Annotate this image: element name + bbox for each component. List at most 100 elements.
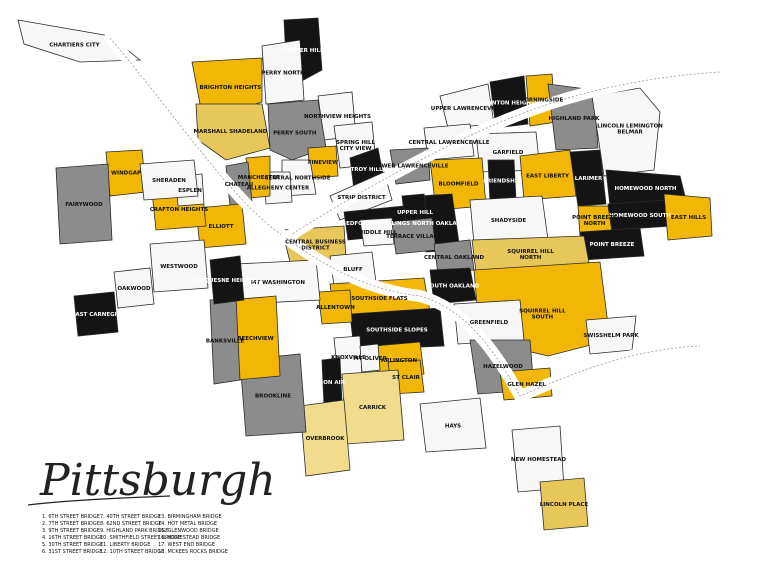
legend-item: 10. SMITHFIELD STREET BRIDGE [100,535,181,541]
legend-item: 6. 31ST STREET BRIDGE [42,549,102,555]
label-point-breeze: POINT BREEZE [590,242,635,248]
label-crafton-heights: CRAFTON HEIGHTS [150,207,209,213]
legend-item: 14. HOT METAL BRIDGE [158,521,217,527]
label-highland-park: HIGHLAND PARK [549,116,601,122]
label-greenfield: GREENFIELD [470,320,509,326]
label-east-hills: EAST HILLS [671,215,706,221]
label-northview-heights: NORTHVIEW HEIGHTS [304,114,371,120]
label-chartiers-city: CHARTIERS CITY [49,42,100,48]
legend-item: 11. LIBERTY BRIDGE [100,542,150,548]
legend-item: 16. HOMESTEAD BRIDGE [158,535,220,541]
neighborhood-lincoln-place [539,477,589,531]
label-new-homestead: NEW HOMESTEAD [511,457,567,463]
legend-item: 5. 30TH STREET BRIDGE [42,542,103,548]
neighborhood-chartiers-city [17,19,142,63]
label-east-liberty: EAST LIBERTY [526,173,570,179]
label-brookline: BROOKLINE [255,393,291,399]
river-bank-1 [285,71,721,239]
label-carrick: CARRICK [359,405,387,411]
label-strip-district: STRIP DISTRICT [337,195,386,201]
legend-item: 17. WEST END BRIDGE [158,542,215,548]
label-middle-hill: MIDDLE HILL [358,230,398,236]
river-bank-0 [109,37,287,239]
label-southside-slopes: SOUTHSIDE SLOPES [366,327,427,333]
legend-item: 8. 62ND STREET BRIDGE [100,521,162,527]
river-bank-2 [285,237,701,397]
label-upper-hill: UPPER HILL [397,210,434,216]
label-sheraden: SHERADEN [152,178,186,184]
label-overbrook: OVERBROOK [306,436,346,442]
neighborhood-east-liberty [519,149,577,201]
label-fairywood: FAIRYWOOD [65,202,103,208]
label-bloomfield: BLOOMFIELD [439,181,479,187]
legend-item: 12. 10TH STREET BRIDGE [100,549,164,555]
label-westwood: WESTWOOD [160,264,198,270]
label-arlington: ARLINGTON [381,358,417,364]
neighborhood-overbrook [299,399,351,477]
label-knoxville: KNOXVILLE [331,355,366,361]
label-central-lawrenceville: CENTRAL LAWRENCEVILLE [408,140,489,146]
legend-item: 9. HIGHLAND PARK BRIDGE [100,528,168,534]
label-homewood-south: HOMEWOOD SOUTH [609,213,671,219]
label-mt-washington: MT WASHINGTON [251,280,305,286]
label-hazelwood: HAZELWOOD [483,364,523,370]
neighborhood-lincoln-lemington-belmar [591,87,661,177]
label-shadyside: SHADYSIDE [491,218,527,224]
legend-item: 13. BIRMINGHAM BRIDGE [158,514,222,520]
label-south-oakland: SOUTH OAKLAND [426,283,480,289]
label-brighton-heights: BRIGHTON HEIGHTS [200,85,262,91]
label-marshall-shadeland: MARSHALL SHADELAND [194,129,268,135]
label-southside-flats: SOUTHSIDE FLATS [351,296,408,302]
label-beechview: BEECHVIEW [237,336,273,342]
neighborhood-east-hills [663,193,713,241]
neighborhood-larimer [569,149,607,207]
label-hays: HAYS [445,423,461,429]
label-lower-lawrenceville: LOWER LAWRENCEVILLE [374,163,449,169]
neighborhood-hays [419,397,487,453]
label-troy-hill: TROY HILL [350,167,383,173]
label-homewood-north: HOMEWOOD NORTH [614,186,676,192]
neighborhood-mt-oliver [359,343,381,373]
title-flourish [27,495,171,506]
neighborhood-marshall-shadeland [195,103,271,161]
neighborhood-elliott [195,203,247,249]
neighborhood-central-oakland [433,239,475,275]
legend-item: 4. 16TH STREET BRIDGE [42,535,103,541]
label-glen-hazel: GLEN HAZEL [507,382,546,388]
label-central-northside: CENTRAL NORTHSIDE [264,175,330,181]
legend-item: 3. 9TH STREET BRIDGE [42,528,100,534]
neighborhood-middle-hill [359,217,395,247]
label-mt-oliver: MT OLIVER [353,356,387,362]
label-st-clair: ST CLAIR [392,375,420,381]
neighborhood-perry-north [261,39,305,105]
label-allentown: ALLENTOWN [316,305,355,311]
label-perry-south: PERRY SOUTH [273,130,317,136]
legend-item: 18. MCKEES ROCKS BRIDGE [158,549,228,555]
legend-item: 1. 6TH STREET BRIDGE [42,514,100,520]
label-bedford-dwellings: BEDFORD DWELLINGS [342,221,410,227]
legend-item: 2. 7TH STREET BRIDGE [42,521,100,527]
neighborhood-duquesne-heights [209,255,245,305]
neighborhood-oakwood [113,267,155,309]
neighborhood-sheraden [139,159,199,201]
neighborhood-fairywood [55,163,113,245]
label-upper-lawrenceville: UPPER LAWRENCEVILLE [431,106,505,112]
neighborhood-allentown [317,289,353,325]
label-fineview: FINEVIEW [308,160,338,166]
label-windgap: WINDGAP [111,170,141,176]
label-duquesne-heights: DUQUESNE HEIGHTS [195,278,258,284]
label-north-oakland: NORTH OAKLAND [412,221,466,227]
label-friendship: FRIENDSHIP [483,178,521,184]
label-elliott: ELLIOTT [208,224,233,230]
label-chateau: CHATEAU [225,182,254,188]
label-perry-north: PERRY NORTH [261,70,305,76]
label-oakwood: OAKWOOD [117,286,150,292]
label-lincoln-place: LINCOLN PLACE [540,502,589,508]
